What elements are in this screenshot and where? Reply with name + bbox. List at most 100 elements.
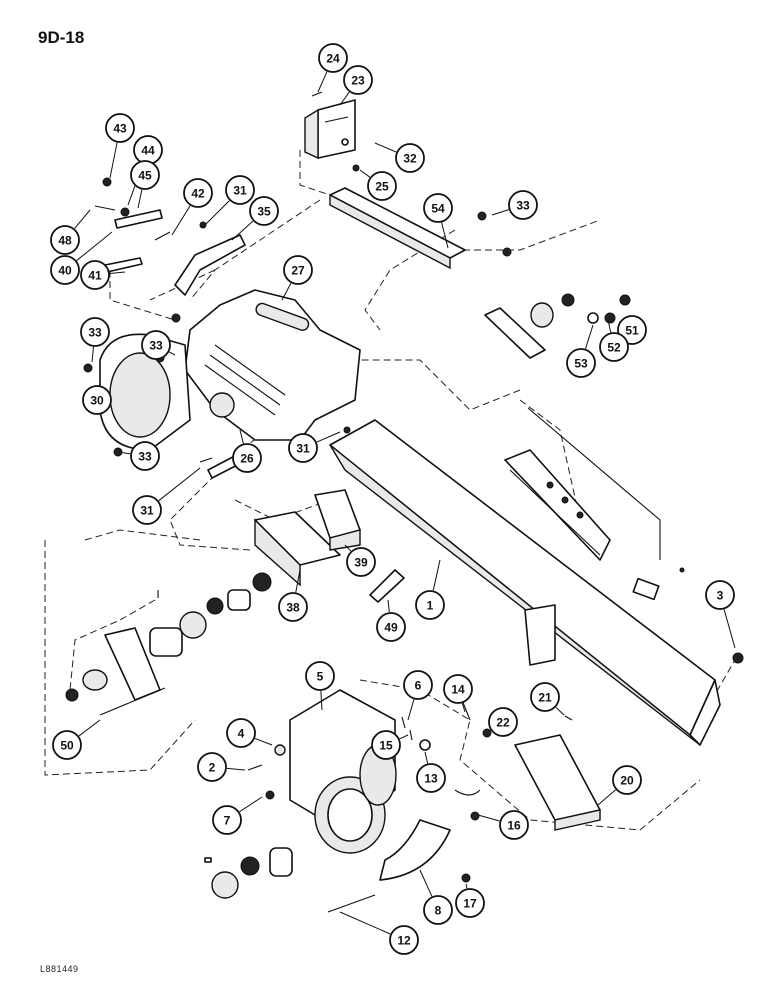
part-38-cover bbox=[254, 511, 341, 587]
callout-circle bbox=[566, 348, 596, 378]
lower-bushings bbox=[204, 789, 481, 913]
callout-leader bbox=[320, 690, 323, 711]
callout-leader bbox=[597, 789, 616, 806]
callout-leader bbox=[204, 200, 230, 226]
callout-39: 39 bbox=[344, 544, 376, 577]
callout-leader bbox=[441, 222, 449, 249]
callout-label: 20 bbox=[620, 774, 634, 788]
callout-label: 32 bbox=[403, 152, 417, 166]
callout-label: 44 bbox=[141, 144, 155, 158]
callout-label: 51 bbox=[625, 324, 639, 338]
callout-21: 21 bbox=[530, 682, 565, 716]
callout-43: 43 bbox=[105, 113, 135, 179]
callout-label: 33 bbox=[88, 326, 102, 340]
callout-4: 4 bbox=[226, 718, 273, 748]
callout-leader bbox=[344, 544, 352, 552]
callout-label: 25 bbox=[375, 180, 389, 194]
callout-label: 42 bbox=[191, 187, 205, 201]
callout-leader bbox=[137, 189, 143, 209]
callout-circle bbox=[416, 763, 446, 793]
callout-5: 5 bbox=[305, 661, 335, 711]
callout-circle bbox=[249, 196, 279, 226]
callout-label: 33 bbox=[138, 450, 152, 464]
callout-circle bbox=[423, 193, 453, 223]
callout-circle bbox=[50, 255, 80, 285]
callout-label: 17 bbox=[463, 897, 477, 911]
callout-label: 16 bbox=[507, 819, 521, 833]
part-23-bracket bbox=[304, 99, 356, 160]
callout-leader bbox=[723, 609, 736, 649]
callout-leader bbox=[76, 231, 113, 261]
callout-leader bbox=[359, 169, 371, 178]
callout-circle bbox=[318, 43, 348, 73]
callout-20: 20 bbox=[597, 765, 642, 806]
callout-circle bbox=[278, 592, 308, 622]
callout-circle bbox=[367, 171, 397, 201]
callout-leader bbox=[231, 220, 254, 241]
callout-leader bbox=[109, 142, 118, 179]
callout-leader bbox=[171, 205, 191, 236]
callout-38: 38 bbox=[278, 569, 308, 622]
beam-top-bracket bbox=[504, 407, 661, 601]
callout-label: 14 bbox=[451, 683, 465, 697]
callout-label: 33 bbox=[149, 339, 163, 353]
part-49-pin bbox=[369, 569, 405, 603]
page-code: 9D-18 bbox=[38, 28, 85, 47]
callout-2: 2 bbox=[197, 752, 246, 782]
callout-53: 53 bbox=[566, 324, 596, 378]
callout-leader bbox=[419, 869, 433, 897]
callout-label: 41 bbox=[88, 269, 102, 283]
callout-leader bbox=[295, 569, 301, 593]
callout-circle bbox=[343, 65, 373, 95]
part-30-housing bbox=[99, 333, 191, 451]
callout-circle bbox=[132, 495, 162, 525]
callout-label: 7 bbox=[224, 814, 231, 828]
callout-leader bbox=[226, 767, 246, 771]
callout-leader bbox=[78, 719, 101, 737]
callout-label: 8 bbox=[435, 904, 442, 918]
callout-circle bbox=[705, 580, 735, 610]
callout-leader bbox=[424, 751, 429, 764]
callout-leader bbox=[399, 734, 409, 740]
callout-label: 39 bbox=[354, 556, 368, 570]
callout-label: 24 bbox=[326, 52, 340, 66]
part-5-hub-housing bbox=[289, 689, 397, 854]
callout-circle bbox=[52, 730, 82, 760]
callout-42: 42 bbox=[171, 178, 213, 236]
callout-label: 43 bbox=[113, 122, 127, 136]
callout-33: 33 bbox=[141, 330, 176, 360]
callout-label: 52 bbox=[607, 341, 621, 355]
callout-14: 14 bbox=[443, 674, 473, 713]
callout-6: 6 bbox=[403, 670, 433, 721]
callout-33: 33 bbox=[80, 317, 110, 363]
callout-label: 15 bbox=[379, 739, 393, 753]
callout-label: 21 bbox=[538, 691, 552, 705]
drawing-id: L881449 bbox=[40, 964, 79, 974]
callout-label: 35 bbox=[257, 205, 271, 219]
callout-label: 53 bbox=[574, 357, 588, 371]
callout-leader bbox=[461, 703, 466, 713]
callout-leader bbox=[477, 814, 500, 822]
callout-circle bbox=[395, 143, 425, 173]
part-40-strap bbox=[114, 209, 163, 229]
callout-7: 7 bbox=[212, 796, 263, 835]
callout-leader bbox=[239, 429, 244, 444]
callout-circle bbox=[82, 385, 112, 415]
callout-circle bbox=[423, 895, 453, 925]
callout-circle bbox=[599, 332, 629, 362]
callout-leader bbox=[585, 324, 594, 349]
callout-label: 40 bbox=[58, 264, 72, 278]
callout-leader bbox=[91, 346, 95, 363]
callout-49: 49 bbox=[376, 599, 406, 642]
part-8-saddle bbox=[379, 819, 451, 881]
part-54-angle-bar bbox=[329, 187, 466, 270]
callout-24: 24 bbox=[317, 43, 348, 93]
callout-circle bbox=[508, 190, 538, 220]
callout-circle bbox=[80, 317, 110, 347]
callout-54: 54 bbox=[423, 193, 453, 249]
callout-31: 31 bbox=[204, 175, 255, 226]
callout-40: 40 bbox=[50, 231, 113, 285]
callout-label: 49 bbox=[384, 621, 398, 635]
